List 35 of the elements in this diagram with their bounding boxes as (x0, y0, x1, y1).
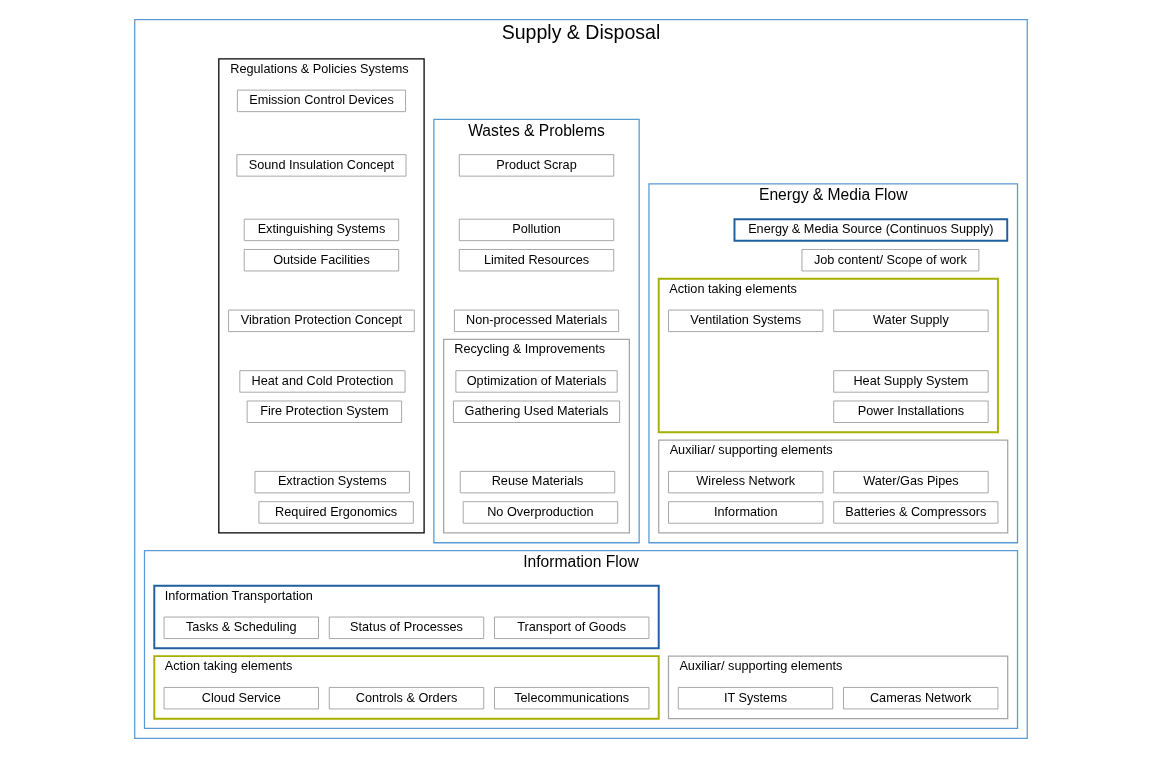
node-box: Batteries & Compressors (833, 501, 999, 524)
node-box: Pollution (458, 218, 615, 242)
node-box: Heat and Cold Protection (239, 370, 406, 393)
node-box: Optimization of Materials (455, 370, 618, 393)
node-box: Transport of Goods (494, 616, 650, 640)
node-box: Sound Insulation Concept (236, 154, 407, 177)
node-box: Water/Gas Pipes (833, 470, 989, 494)
node-box: Required Ergonomics (258, 501, 414, 524)
node-box: Status of Processes (328, 616, 485, 640)
node-box: Wireless Network (668, 470, 824, 494)
node-box: Reuse Materials (459, 470, 616, 494)
node-box: Information (668, 501, 824, 524)
node-box: Power Installations (833, 400, 989, 423)
node-box: Ventilation Systems (668, 309, 824, 333)
node-box: Heat Supply System (833, 370, 989, 393)
node-box: Product Scrap (458, 154, 615, 177)
node-box: Vibration Protection Concept (228, 309, 415, 333)
node-box: Limited Resources (458, 249, 615, 272)
node-box: Outside Facilities (243, 249, 400, 272)
node-box: Extraction Systems (254, 470, 410, 494)
node-box: Extinguishing Systems (243, 218, 400, 242)
node-box: Emission Control Devices (236, 89, 406, 113)
node-box: Telecommunications (494, 686, 650, 710)
node-box: Cloud Service (163, 686, 319, 710)
node-box: Job content/ Scope of work (801, 249, 980, 272)
node-box: Non-processed Materials (453, 309, 620, 333)
node-box: Energy & Media Source (Continuos Supply) (733, 218, 1009, 242)
node-box: Gathering Used Materials (452, 400, 621, 423)
node-box: Tasks & Scheduling (163, 616, 319, 640)
node-box: Water Supply (833, 309, 989, 333)
node-box: No Overproduction (462, 501, 619, 524)
node-box: Fire Protection System (246, 400, 403, 423)
node-box: IT Systems (677, 686, 834, 710)
node-box: Cameras Network (843, 686, 999, 710)
node-box: Controls & Orders (328, 686, 485, 710)
